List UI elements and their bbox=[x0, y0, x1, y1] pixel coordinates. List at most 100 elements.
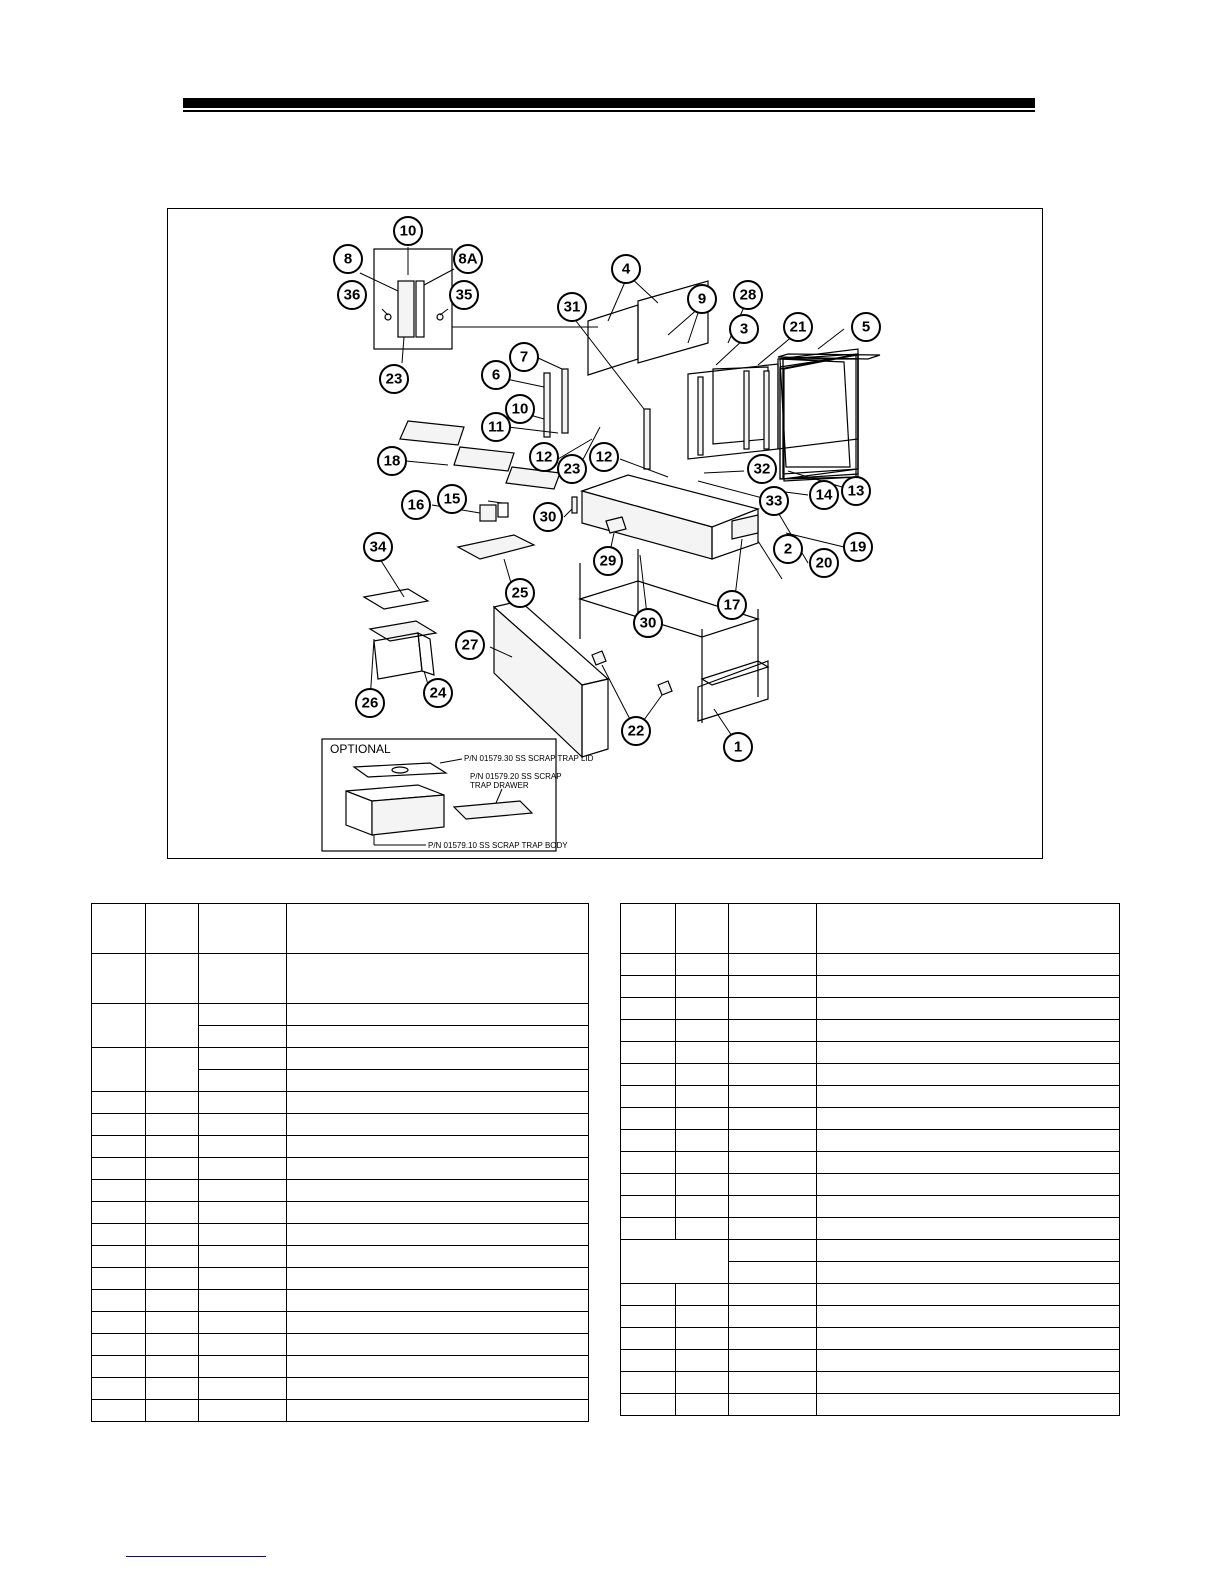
post-3 bbox=[697, 376, 704, 456]
svg-text:31: 31 bbox=[564, 299, 581, 316]
callout-22: 22 bbox=[621, 716, 651, 746]
scrap-trap-body-front bbox=[371, 794, 445, 836]
bracket-22b bbox=[657, 680, 673, 696]
callout-31: 31 bbox=[557, 292, 587, 322]
svg-text:35: 35 bbox=[456, 287, 473, 304]
callout-32: 32 bbox=[747, 454, 777, 484]
side-panel-5b bbox=[779, 353, 859, 480]
svg-text:23: 23 bbox=[564, 461, 581, 478]
svg-text:16: 16 bbox=[408, 497, 425, 514]
bin-24-side bbox=[417, 631, 435, 676]
svg-text:29: 29 bbox=[600, 553, 617, 570]
callout-17: 17 bbox=[717, 590, 747, 620]
cover-34 bbox=[362, 588, 430, 610]
svg-text:28: 28 bbox=[740, 287, 757, 304]
svg-text:23: 23 bbox=[386, 371, 403, 388]
tray-26 bbox=[368, 620, 438, 642]
svg-text:13: 13 bbox=[848, 483, 865, 500]
svg-text:2: 2 bbox=[784, 541, 792, 558]
bracket-29 bbox=[605, 516, 627, 534]
svg-text:24: 24 bbox=[430, 685, 447, 702]
rack-rail-2 bbox=[453, 446, 515, 472]
callout-30-lower: 30 bbox=[633, 608, 663, 638]
svg-text:18: 18 bbox=[384, 453, 401, 470]
svg-text:15: 15 bbox=[444, 491, 461, 508]
callout-2: 2 bbox=[773, 534, 803, 564]
back-panel-inner bbox=[712, 366, 769, 445]
svg-text:6: 6 bbox=[492, 367, 500, 384]
post-21b bbox=[763, 370, 770, 450]
optional-box-border bbox=[321, 738, 557, 852]
svg-text:32: 32 bbox=[754, 461, 771, 478]
callout-4: 4 bbox=[611, 254, 641, 284]
svg-text:27: 27 bbox=[462, 637, 479, 654]
scrap-trap-body-side bbox=[345, 790, 373, 836]
callout-7: 7 bbox=[509, 342, 539, 372]
exploded-parts-diagram: 10 8 8A 36 35 23 4 9 28 31 3 21 5 7 6 10… bbox=[321, 216, 881, 852]
svg-text:5: 5 bbox=[862, 319, 870, 336]
scrap-trap-lid-hole bbox=[391, 766, 409, 774]
shelf-25 bbox=[456, 534, 536, 560]
exploded-view-figure: 10 8 8A 36 35 23 4 9 28 31 3 21 5 7 6 10… bbox=[167, 208, 1043, 859]
callout-34: 34 bbox=[363, 532, 393, 562]
optional-drawer-label-2: TRAP DRAWER bbox=[470, 781, 529, 790]
svg-text:10: 10 bbox=[400, 223, 417, 240]
svg-text:22: 22 bbox=[628, 723, 645, 740]
callout-6: 6 bbox=[481, 360, 511, 390]
scrap-trap-drawer bbox=[452, 800, 534, 820]
top-rule bbox=[183, 98, 1035, 112]
svg-text:17: 17 bbox=[724, 597, 741, 614]
svg-text:14: 14 bbox=[816, 487, 833, 504]
callout-36: 36 bbox=[337, 280, 367, 310]
back-panel-21d bbox=[779, 358, 851, 468]
callout-18: 18 bbox=[377, 446, 407, 476]
callout-12-left: 12 bbox=[529, 442, 559, 472]
side-panel-5 bbox=[779, 354, 859, 480]
svg-text:30: 30 bbox=[640, 615, 657, 632]
parts-table-left bbox=[91, 903, 589, 1422]
svg-text:11: 11 bbox=[488, 419, 504, 436]
callout-13: 13 bbox=[841, 476, 871, 506]
parts-table-right bbox=[620, 903, 1120, 1416]
rack-rail-1 bbox=[399, 420, 465, 446]
svg-text:4: 4 bbox=[622, 261, 631, 278]
inset-screw-left bbox=[384, 313, 392, 321]
callout-3: 3 bbox=[729, 314, 759, 344]
svg-text:30: 30 bbox=[540, 509, 557, 526]
callout-35: 35 bbox=[449, 280, 479, 310]
inset-guide-part bbox=[415, 280, 425, 338]
svg-text:12: 12 bbox=[596, 449, 613, 466]
svg-text:7: 7 bbox=[520, 349, 528, 366]
optional-title: OPTIONAL bbox=[330, 742, 391, 756]
svg-text:26: 26 bbox=[362, 695, 379, 712]
svg-text:25: 25 bbox=[512, 585, 529, 602]
post-6 bbox=[543, 372, 551, 438]
callout-16: 16 bbox=[401, 490, 431, 520]
callout-5: 5 bbox=[851, 312, 881, 342]
upper-panel-right bbox=[637, 280, 709, 364]
bracket-16 bbox=[479, 504, 497, 522]
tub-side bbox=[711, 508, 759, 560]
callout-8: 8 bbox=[333, 244, 363, 274]
rack-rail-3 bbox=[505, 466, 561, 490]
front-panel-27-side bbox=[581, 678, 609, 758]
bracket-17 bbox=[731, 514, 759, 540]
callout-20: 20 bbox=[809, 548, 839, 578]
callout-21: 21 bbox=[783, 312, 813, 342]
svg-text:36: 36 bbox=[344, 287, 361, 304]
svg-text:12: 12 bbox=[536, 449, 553, 466]
svg-text:19: 19 bbox=[850, 539, 867, 556]
svg-text:3: 3 bbox=[740, 321, 748, 338]
post-31 bbox=[643, 408, 651, 470]
callout-14: 14 bbox=[809, 480, 839, 510]
callout-8a: 8A bbox=[453, 244, 483, 274]
callout-30-upper: 30 bbox=[533, 502, 563, 532]
frame-rack bbox=[697, 660, 769, 722]
footer-link-underline bbox=[126, 1556, 266, 1557]
svg-text:10: 10 bbox=[512, 401, 529, 418]
bracket-22a bbox=[591, 650, 607, 666]
callout-25: 25 bbox=[505, 578, 535, 608]
svg-text:8: 8 bbox=[344, 251, 352, 268]
callout-24: 24 bbox=[423, 678, 453, 708]
callout-23-inset: 23 bbox=[379, 364, 409, 394]
